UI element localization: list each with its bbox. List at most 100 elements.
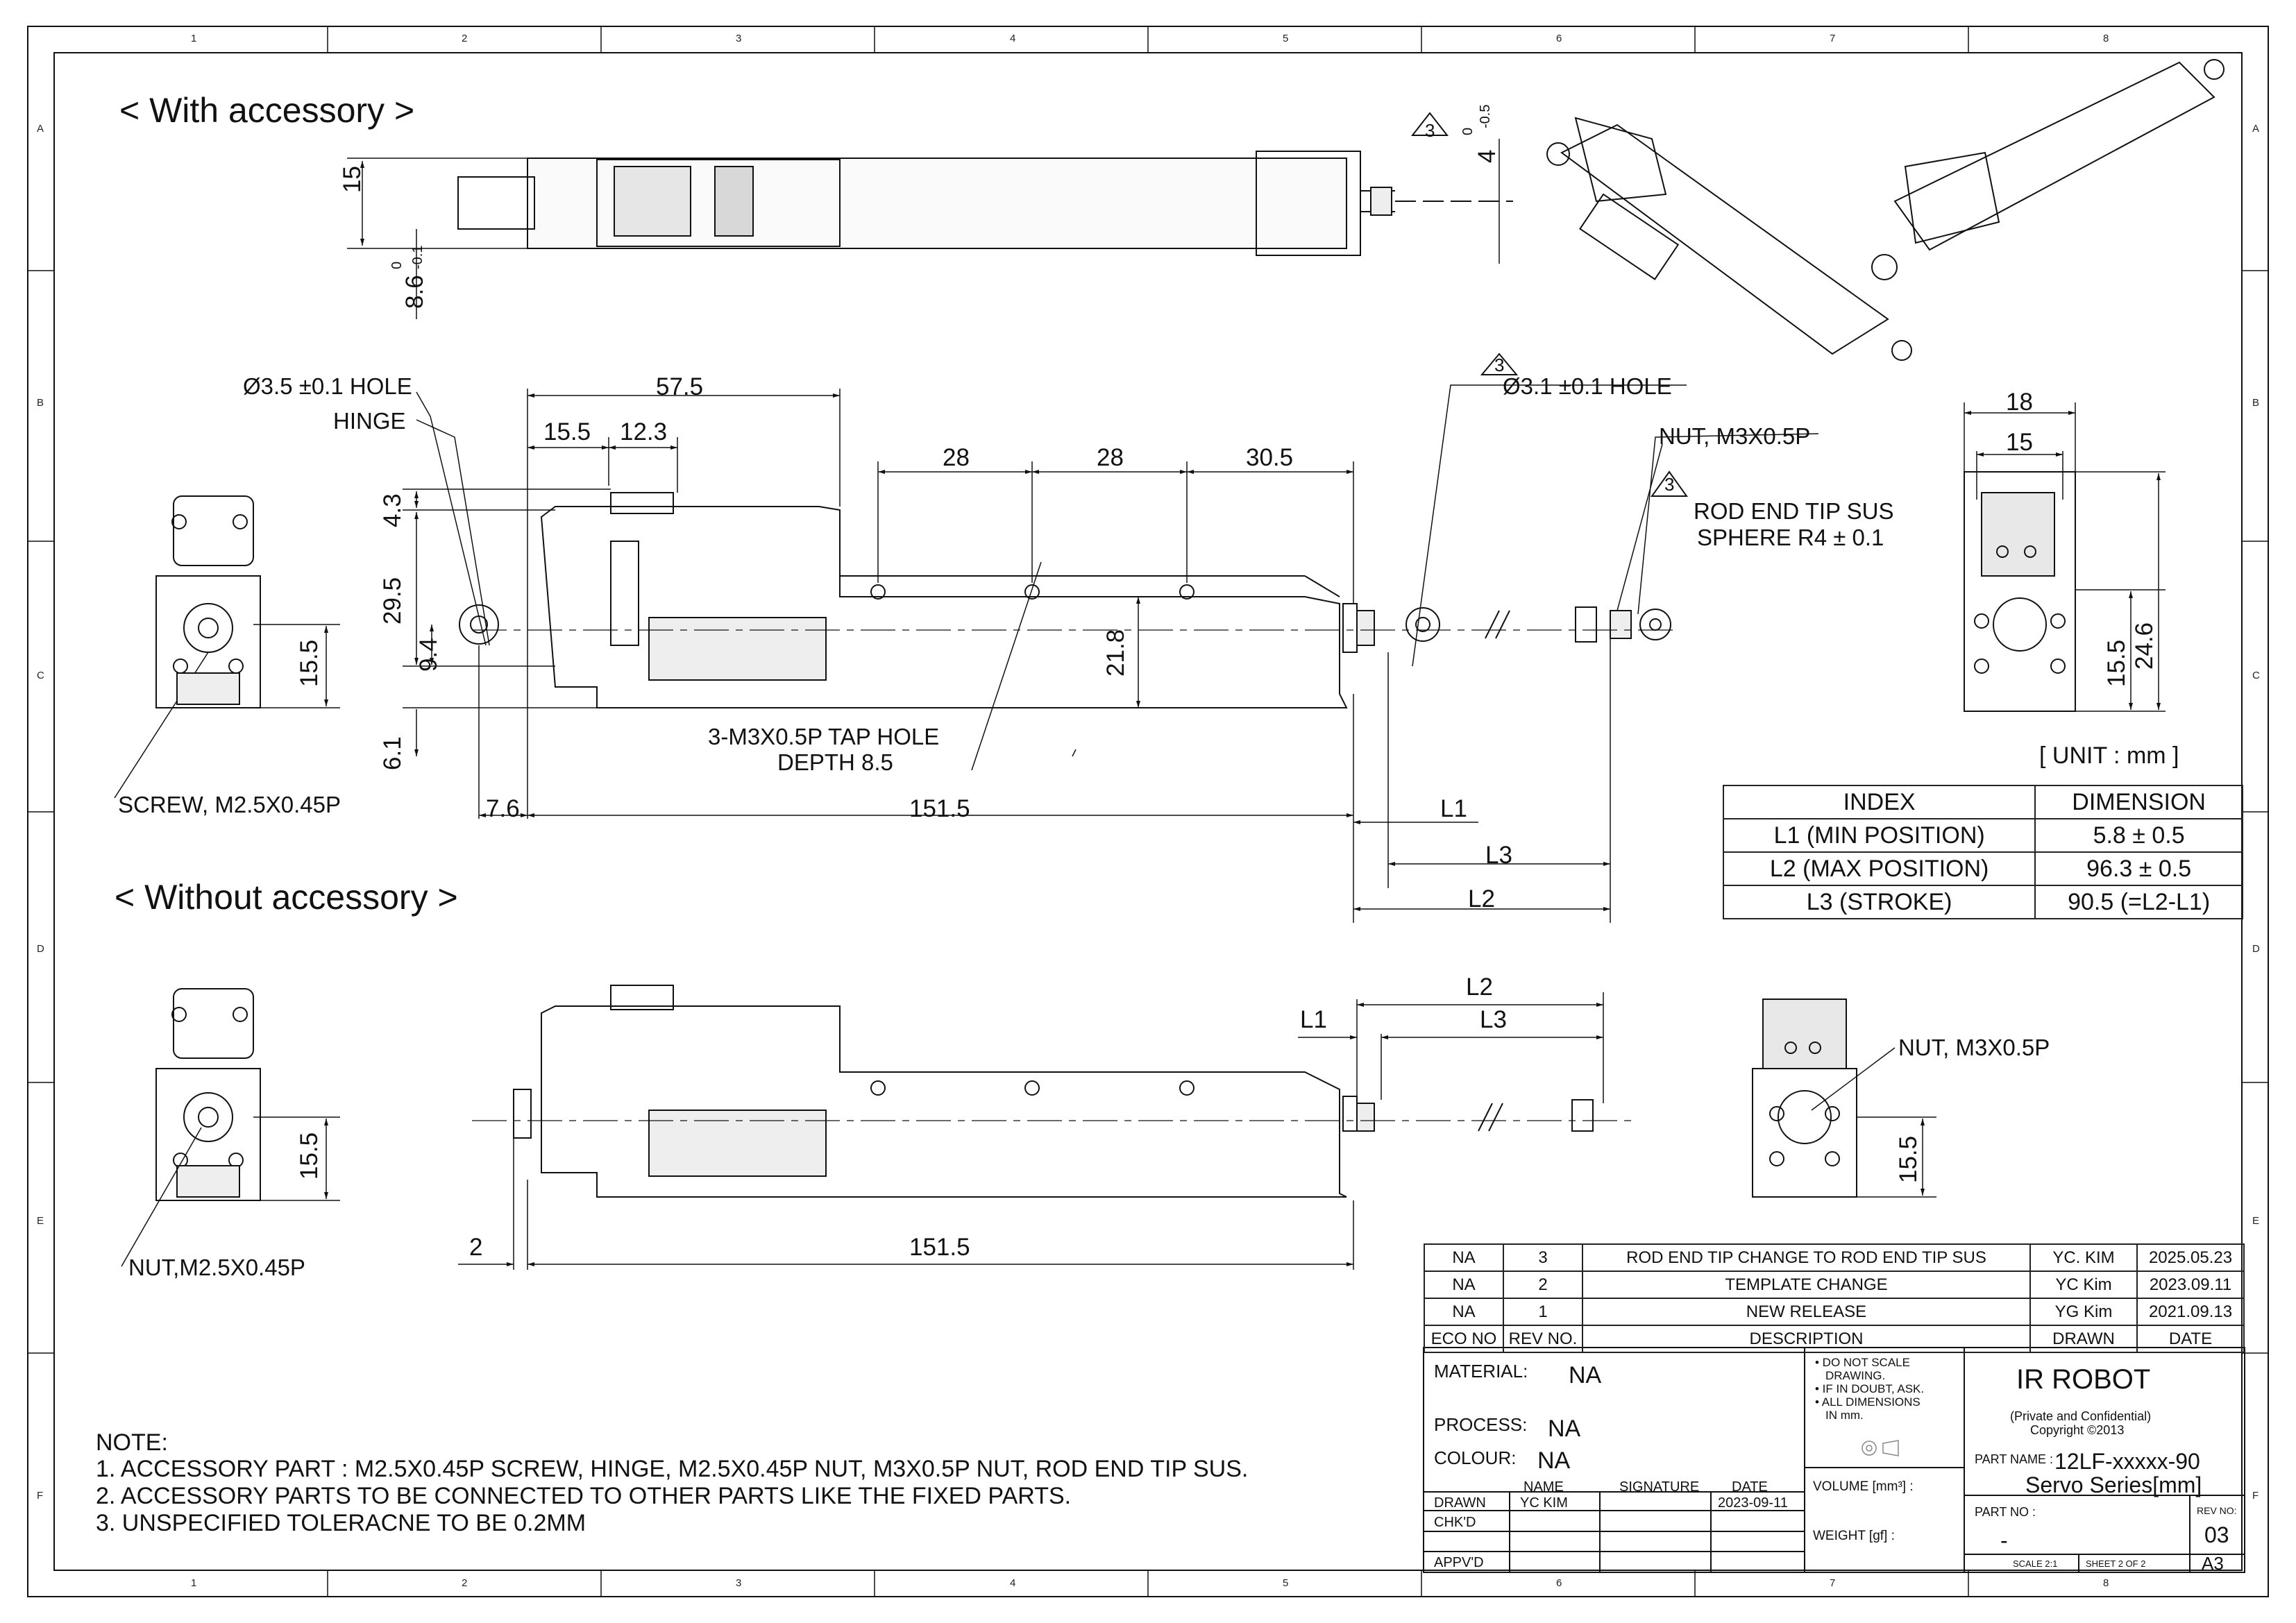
revision-table-header: ECO NO REV NO. DESCRIPTION DRAWN DATE [1424, 1325, 2245, 1353]
scale-value: SCALE 2:1 [2013, 1558, 2058, 1569]
zone-row-d: D [37, 943, 44, 955]
col-name: NAME [1523, 1479, 1564, 1495]
hole-35-label: Ø3.5 ±0.1 HOLE [243, 373, 412, 399]
zone-col-2-bottom: 2 [462, 1577, 468, 1589]
dim-28-a: 28 [943, 444, 970, 471]
dim-rod-4: 4 [1474, 149, 1501, 163]
table-cell: L3 (STROKE) [1722, 885, 2036, 919]
zone-col-3-bottom: 3 [736, 1577, 742, 1589]
dimension-col-dimension: DIMENSION [2034, 785, 2243, 819]
zone-col-4-bottom: 4 [1010, 1577, 1016, 1589]
screw-label: SCREW, M2.5X0.45P [118, 792, 341, 817]
table-cell: DESCRIPTION [1582, 1325, 2031, 1353]
table-cell: 5.8 ± 0.5 [2034, 818, 2243, 853]
nut-m3-label: NUT, M3X0.5P [1659, 423, 1811, 449]
apprvd-label: APPV'D [1434, 1555, 1484, 1570]
rev-no-label: REV NO: [2197, 1505, 2237, 1516]
table-cell: 2023.09.11 [2136, 1271, 2245, 1299]
hinge-label: HINGE [333, 408, 406, 434]
dim-30-5: 30.5 [1246, 444, 1294, 471]
process-label: PROCESS: [1434, 1414, 1528, 1435]
rod-end-label-1: ROD END TIP SUS [1694, 498, 1894, 524]
front-view-geometry [155, 495, 261, 708]
zone-row-f: F [37, 1490, 44, 1502]
zone-col-6: 6 [1556, 33, 1562, 44]
dimension-col-index: INDEX [1722, 785, 2036, 819]
material-value: NA [1569, 1362, 1602, 1388]
table-cell: TEMPLATE CHANGE [1582, 1271, 2031, 1299]
zone-col-5-bottom: 5 [1283, 1577, 1289, 1589]
dim-15-5-without-front: 15.5 [296, 1132, 323, 1180]
zone-col-7-bottom: 7 [1830, 1577, 1836, 1589]
dim-l3-without: L3 [1480, 1006, 1507, 1033]
revision-table: NA 3 ROD END TIP CHANGE TO ROD END TIP S… [1424, 1243, 2245, 1353]
zone-ticks [28, 26, 2268, 1597]
note-line-1: 1. ACCESSORY PART : M2.5X0.45P SCREW, HI… [96, 1456, 1249, 1482]
dim-rod-tol-lower: -0.5 [1478, 104, 1493, 128]
part-name-label: PART NAME : [1975, 1452, 2054, 1466]
table-row: L3 (STROKE) 90.5 (=L2-L1) [1722, 885, 2243, 919]
dim-9-4: 9.4 [415, 638, 442, 672]
dim-151-5-with: 151.5 [909, 795, 970, 822]
zone-row-a: A [37, 123, 44, 135]
zone-row-b-right: B [2252, 397, 2260, 409]
table-cell: NEW RELEASE [1582, 1298, 2031, 1326]
rod-end-label-2: SPHERE R4 ± 0.1 [1697, 525, 1884, 550]
table-cell: DRAWN [2029, 1325, 2138, 1353]
sheet-size: A3 [2202, 1553, 2224, 1574]
unit-label: [ UNIT : mm ] [2039, 742, 2179, 769]
rev-marker-side: 3 [1494, 355, 1505, 375]
iso-view-2 [1871, 59, 2225, 280]
table-row: L1 (MIN POSITION) 5.8 ± 0.5 [1722, 818, 2243, 853]
zone-row-d-right: D [2252, 943, 2260, 955]
scale-note-4: • ALL DIMENSIONS [1815, 1395, 1921, 1409]
side-view-geometry [459, 492, 1671, 708]
scale-note-3: • IF IN DOUBT, ASK. [1815, 1382, 1925, 1395]
weight-label: WEIGHT [gf] : [1813, 1529, 1895, 1543]
table-cell: YC. KIM [2029, 1243, 2138, 1272]
dim-width-8-6: 8.6 [401, 275, 428, 309]
dim-15-5-front: 15.5 [296, 639, 323, 687]
col-signature: SIGNATURE [1619, 1479, 1700, 1495]
zone-col-4: 4 [1010, 33, 1016, 44]
copyright-label: Copyright ©2013 [2030, 1423, 2125, 1437]
table-cell: NA [1424, 1243, 1504, 1272]
dim-15-5-end: 15.5 [2103, 639, 2130, 687]
dim-28-b: 28 [1097, 444, 1124, 471]
zone-col-1-bottom: 1 [191, 1577, 197, 1589]
zone-col-8: 8 [2103, 33, 2109, 44]
zone-col-5: 5 [1283, 33, 1289, 44]
scale-note-2: DRAWING. [1825, 1369, 1886, 1382]
table-cell: 90.5 (=L2-L1) [2034, 885, 2243, 919]
table-row: NA 3 ROD END TIP CHANGE TO ROD END TIP S… [1424, 1243, 2245, 1272]
zone-row-f-right: F [2252, 1490, 2259, 1502]
table-row: NA 2 TEMPLATE CHANGE YC Kim 2023.09.11 [1424, 1271, 2245, 1299]
confidential-label: (Private and Confidential) [2010, 1409, 2152, 1423]
scale-note-5: IN mm. [1825, 1409, 1864, 1422]
iso-view-1 [1546, 117, 1912, 361]
zone-col-1: 1 [191, 33, 197, 44]
table-cell: 2021.09.13 [2136, 1298, 2245, 1326]
dimension-table: INDEX DIMENSION L1 (MIN POSITION) 5.8 ± … [1722, 785, 2243, 919]
note-line-2: 2. ACCESSORY PARTS TO BE CONNECTED TO OT… [96, 1483, 1072, 1509]
section-title-with-accessory: < With accessory > [119, 91, 415, 130]
table-cell: ROD END TIP CHANGE TO ROD END TIP SUS [1582, 1243, 2031, 1272]
note-title: NOTE: [96, 1429, 168, 1456]
without-front-geometry [155, 988, 261, 1201]
top-view-geometry [457, 151, 1513, 256]
table-cell: L2 (MAX POSITION) [1722, 851, 2036, 886]
dim-15-5-without-end: 15.5 [1895, 1135, 1922, 1183]
without-side-geometry [513, 985, 1594, 1198]
table-cell: NA [1424, 1271, 1504, 1299]
rev-marker-top: 3 [1425, 120, 1435, 141]
dim-2: 2 [469, 1234, 483, 1261]
dim-l1-with: L1 [1440, 795, 1467, 822]
dim-18: 18 [2006, 389, 2033, 416]
dim-29-5: 29.5 [379, 577, 406, 624]
process-value: NA [1548, 1416, 1581, 1442]
zone-col-2: 2 [462, 33, 468, 44]
zone-row-a-right: A [2252, 123, 2260, 135]
table-cell: L1 (MIN POSITION) [1722, 818, 2036, 853]
dim-12-3: 12.3 [620, 418, 668, 445]
dim-15-5-top: 15.5 [543, 418, 591, 445]
